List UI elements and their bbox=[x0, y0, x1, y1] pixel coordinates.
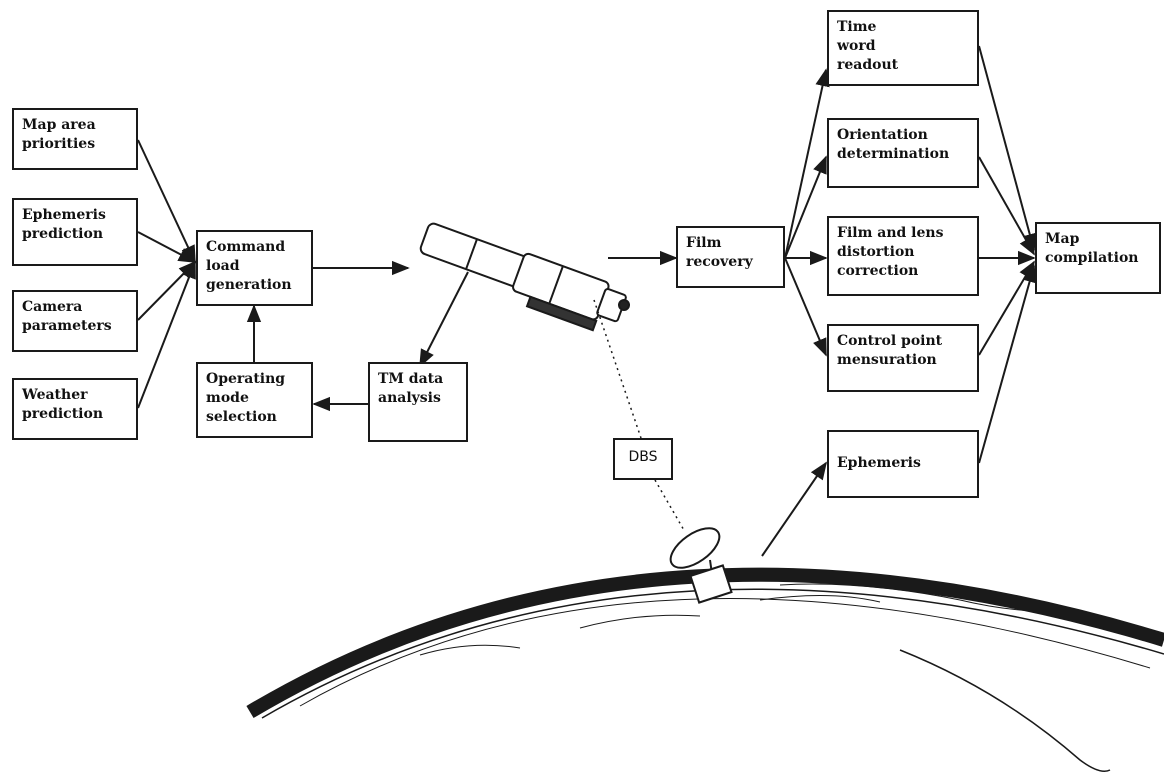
control-point-mensuration-box: Control point mensuration bbox=[827, 324, 979, 392]
camera-parameters-box: Camera parameters bbox=[12, 290, 138, 352]
operating-mode-selection-box: Operating mode selection bbox=[196, 362, 313, 438]
earth-horizon-illustration bbox=[250, 575, 1164, 772]
ephemeris-prediction-box: Ephemeris prediction bbox=[12, 198, 138, 266]
dbs-link bbox=[594, 300, 685, 532]
tm-data-analysis-box: TM data analysis bbox=[368, 362, 468, 442]
dbs-box: DBS bbox=[613, 438, 673, 480]
film-recovery-box: Film recovery bbox=[676, 226, 785, 288]
ground-antenna-illustration bbox=[664, 520, 731, 602]
map-compilation-box: Map compilation bbox=[1035, 222, 1161, 294]
command-load-generation-box: Command load generation bbox=[196, 230, 313, 306]
orientation-determination-box: Orientation determination bbox=[827, 118, 979, 188]
film-lens-distortion-box: Film and lens distortion correction bbox=[827, 216, 979, 296]
ephemeris-box: Ephemeris bbox=[827, 430, 979, 498]
map-area-priorities-box: Map area priorities bbox=[12, 108, 138, 170]
time-word-readout-box: Time word readout bbox=[827, 10, 979, 86]
weather-prediction-box: Weather prediction bbox=[12, 378, 138, 440]
spacecraft-illustration bbox=[414, 218, 629, 337]
